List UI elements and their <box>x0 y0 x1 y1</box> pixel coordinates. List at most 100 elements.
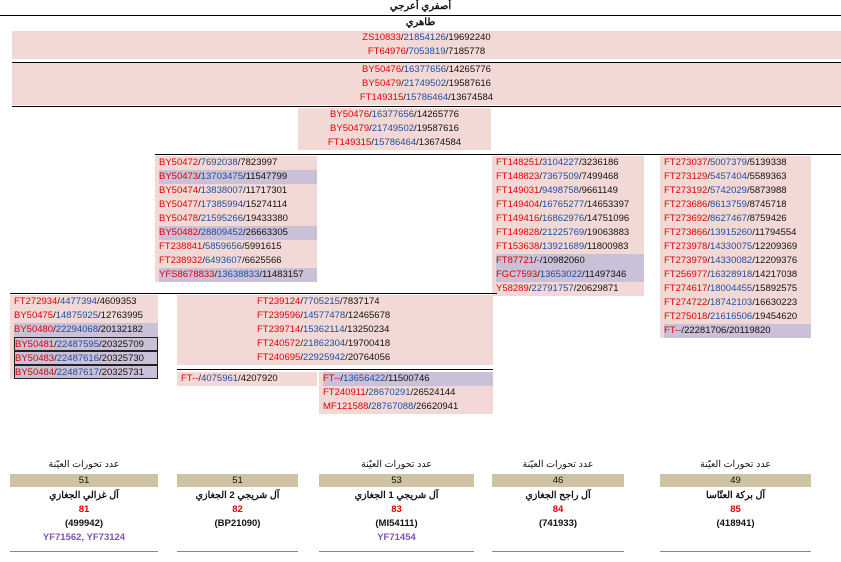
snp-row: BY50481/22487595/20325709 <box>14 337 158 351</box>
hg38-position: 13250234 <box>347 324 390 335</box>
summary-rule <box>492 551 624 552</box>
hg38-position: 14751096 <box>586 213 630 224</box>
separator: / <box>369 109 372 120</box>
separator: / <box>98 310 101 321</box>
snp-row: FT273192/5742029/5873988 <box>664 184 811 198</box>
separator: / <box>371 137 374 148</box>
snp-name: BY50476 <box>362 64 402 75</box>
kit-code: (418941) <box>716 518 755 529</box>
summary-rule <box>660 551 811 552</box>
branch-e1-block: FT--/4075961/4207920 <box>177 372 317 386</box>
hg19-position: 16377656 <box>371 109 415 120</box>
snp-row: FT274617/18004455/15892575 <box>664 282 811 296</box>
hg19-position: 13653022 <box>539 269 583 280</box>
snp-name: FT273866 <box>664 227 708 238</box>
snp-name: BY50482 <box>159 227 199 238</box>
extra-snps <box>492 531 624 545</box>
separator: / <box>707 227 710 238</box>
separator: / <box>752 227 755 238</box>
hg38-position: 19692240 <box>448 32 491 43</box>
hg19-position: 5457404 <box>709 171 747 182</box>
hg19-position: 21616506 <box>709 311 753 322</box>
separator: / <box>300 338 303 349</box>
snp-name: Y58289 <box>496 283 529 294</box>
separator: / <box>401 78 404 89</box>
separator: / <box>707 241 710 252</box>
separator: / <box>578 157 582 168</box>
separator: / <box>578 185 582 196</box>
snp-name: FT-- <box>323 373 341 384</box>
snp-name: FT273692 <box>664 213 708 224</box>
snp-name: FT149315 <box>327 137 372 148</box>
hg38-position: 14217038 <box>754 269 798 280</box>
separator: / <box>573 283 577 294</box>
snp-name: MF121588 <box>323 401 369 412</box>
hg38-position: 7823997 <box>240 157 278 168</box>
snp-name: FT272934 <box>14 296 58 307</box>
hg38-position: 19433380 <box>245 213 288 224</box>
hg38-position: 16630223 <box>754 297 798 308</box>
hg19-position: 13921689 <box>541 241 585 252</box>
hg38-position: 11794554 <box>754 227 797 238</box>
kit-code: (499942) <box>64 518 104 529</box>
separator: / <box>707 199 710 210</box>
separator: / <box>707 283 710 294</box>
family-number: 82 <box>232 504 243 515</box>
level3-rule <box>155 154 841 155</box>
hg19-position: 13656422 <box>343 373 386 384</box>
separator: / <box>752 283 755 294</box>
tree-title: أصفري أعرجي <box>389 1 452 12</box>
separator: / <box>539 241 542 252</box>
separator: / <box>405 46 409 57</box>
hg19-position: 22294068 <box>55 324 99 335</box>
hg19-position: 5859656 <box>204 241 242 252</box>
hg38-position: 15892575 <box>754 283 798 294</box>
separator: / <box>539 157 542 168</box>
hg19-position: 21225769 <box>541 227 585 238</box>
separator: / <box>707 213 710 224</box>
hg19-position: 7705215 <box>302 296 340 307</box>
hg19-position: 13638833 <box>217 269 260 280</box>
separator: / <box>340 373 344 384</box>
hg19-position: 15786464 <box>405 92 449 103</box>
snp-name: FT240911 <box>323 387 366 398</box>
hg38-position: 26663305 <box>245 227 288 238</box>
hg38-position: 20325709 <box>101 339 144 350</box>
hg38-position: 19700418 <box>347 338 391 349</box>
hg38-position: 6625566 <box>244 255 282 266</box>
snp-name: BY50481 <box>15 339 55 350</box>
snp-name: FT153638 <box>496 241 540 252</box>
hg19-position: 6493607 <box>204 255 242 266</box>
snp-row: FT274722/18742103/16630223 <box>664 296 811 310</box>
separator: / <box>345 352 348 363</box>
snp-name: BY50483 <box>15 353 55 364</box>
hg38-position: 20325730 <box>101 353 144 364</box>
sample-count-label: عدد تحورات العيّنة <box>700 459 771 470</box>
snp-row: FT239124/7705215/7837174 <box>257 295 493 309</box>
snp-row: FT240911/28670291/26524144 <box>323 386 493 400</box>
snp-row: FT239596/14577478/12465678 <box>257 309 493 323</box>
snp-row: FT149828/21225769/19063883 <box>496 226 644 240</box>
hg19-position: 16328918 <box>709 269 753 280</box>
family-number: 84 <box>552 504 564 515</box>
summary-rule <box>319 551 474 552</box>
snp-name: BY50474 <box>159 185 199 196</box>
snp-row: FGC7593/13653022/11497346 <box>496 268 644 282</box>
hg38-position: 7837174 <box>342 296 380 307</box>
hg38-position: 22281706/20119820 <box>684 325 771 336</box>
hg38-position: 11800983 <box>586 241 629 252</box>
snp-row: FT240572/21862304/19700418 <box>257 337 493 351</box>
separator: / <box>539 199 542 210</box>
separator: / <box>237 157 241 168</box>
separator: / <box>365 387 369 398</box>
separator: / <box>416 137 419 148</box>
separator: / <box>57 296 60 307</box>
separator: / <box>385 373 388 384</box>
separator: / <box>584 227 587 238</box>
separator: / <box>445 32 449 43</box>
snp-row: BY50472/7692038/7823997 <box>159 156 317 170</box>
snp-row: FT149416/16862976/14751096 <box>496 212 644 226</box>
